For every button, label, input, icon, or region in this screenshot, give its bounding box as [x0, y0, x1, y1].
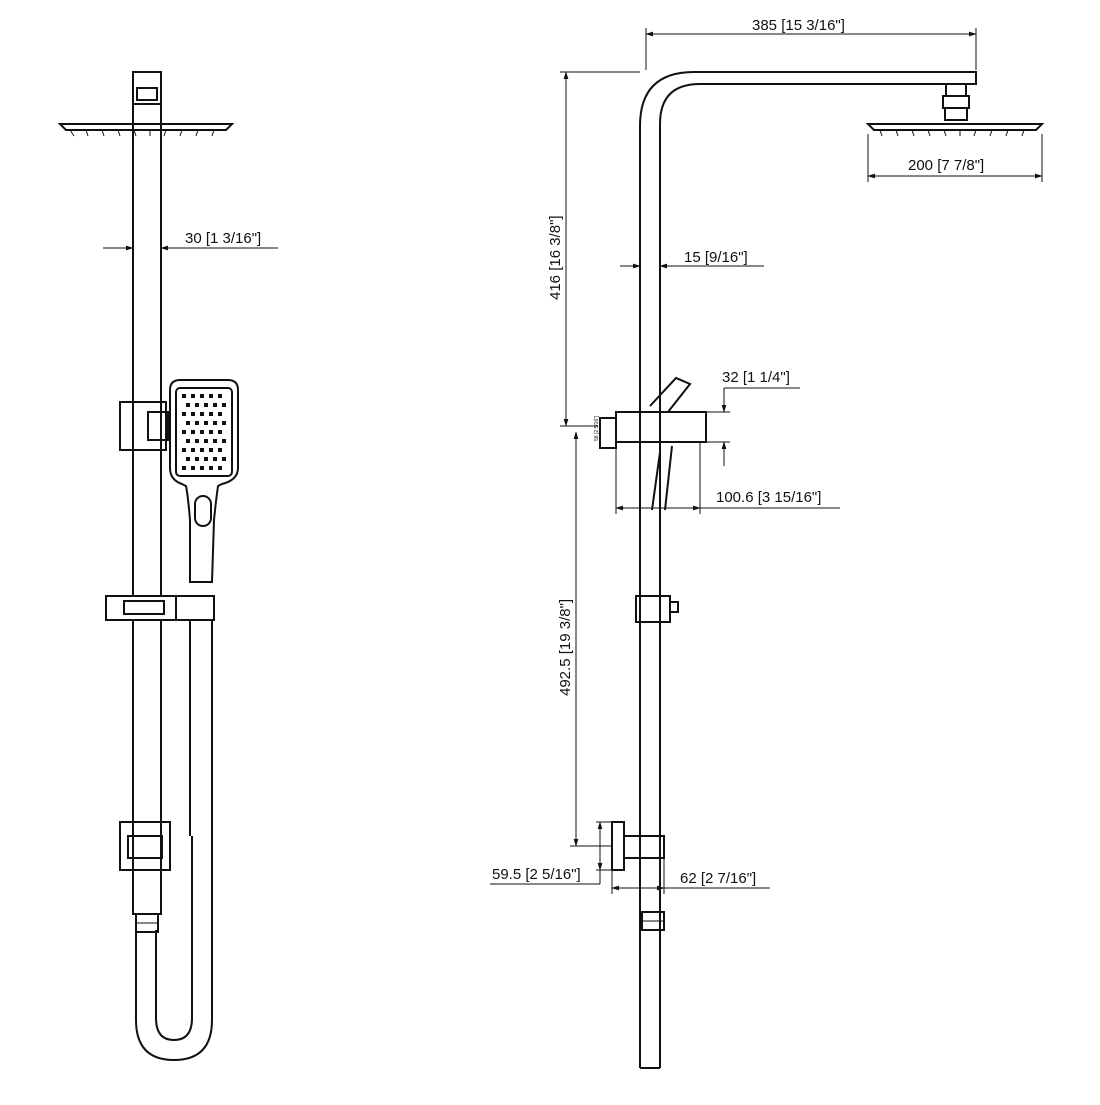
riser-diameter-label: 15 [9/16"] [684, 249, 748, 266]
nozzle [191, 448, 195, 452]
nozzle [204, 421, 208, 425]
nozzle [195, 403, 199, 407]
nozzle [195, 421, 199, 425]
front-rain-head [57, 123, 235, 137]
nozzle [186, 439, 190, 443]
upper-height-label: 416 [16 3/8"] [547, 215, 564, 300]
nozzle [222, 421, 226, 425]
front-hose-loop [135, 836, 213, 1062]
front-riser-width-label: 30 [1 3/16"] [185, 230, 261, 247]
front-riser-width-dimension: 30 [1 3/16"] [103, 230, 278, 251]
arm-length-label: 385 [15 3/16"] [752, 17, 845, 34]
nozzle [182, 412, 186, 416]
nozzle [200, 430, 204, 434]
dim-upper-height: 416 [16 3/8"] [547, 71, 640, 427]
nozzle [213, 421, 217, 425]
nozzle [182, 466, 186, 470]
dim-riser-diameter: 15 [9/16"] [620, 249, 764, 269]
nozzle [200, 466, 204, 470]
holder-height-label: 32 [1 1/4"] [722, 369, 790, 386]
nozzle [222, 439, 226, 443]
nozzle [191, 394, 195, 398]
nozzle [191, 412, 195, 416]
bottom-bracket-depth-label: 62 [2 7/16"] [680, 870, 756, 887]
dim-head-diameter: 200 [7 7/8"] [867, 134, 1043, 182]
nozzle [195, 457, 199, 461]
side-riser-and-arm [639, 71, 977, 1068]
nozzle [209, 430, 213, 434]
front-hose-upper [189, 620, 213, 836]
side-upper-holder [599, 376, 707, 511]
nozzle [191, 430, 195, 434]
nozzle [200, 448, 204, 452]
side-slider-clamp [635, 595, 671, 623]
side-rain-head [865, 123, 1045, 137]
nozzle [200, 394, 204, 398]
front-hand-shower [169, 379, 239, 583]
nozzle [213, 403, 217, 407]
nozzle [200, 412, 204, 416]
front-upper-holder [119, 401, 167, 451]
nozzle [195, 439, 199, 443]
dim-bottom-bracket-height: 59.5 [2 5/16"] [490, 821, 612, 885]
nozzle [213, 457, 217, 461]
side-view: 385 [15 3/16"] 200 [7 7/8"] 15 [9/16"] 4… [490, 17, 1045, 1069]
nozzle [222, 403, 226, 407]
dim-holder-height: 32 [1 1/4"] [706, 369, 800, 466]
nozzle [182, 448, 186, 452]
nozzle [222, 457, 226, 461]
holder-depth-label: 100.6 [3 15/16"] [716, 489, 821, 506]
dim-arm-length: 385 [15 3/16"] [645, 17, 977, 70]
nozzle [209, 466, 213, 470]
bottom-bracket-height-label: 59.5 [2 5/16"] [492, 866, 581, 883]
nozzle [209, 394, 213, 398]
front-view: 30 [1 3/16"] [57, 71, 278, 1062]
front-nozzle-grid [182, 394, 226, 470]
side-head-swivel [945, 83, 967, 97]
nozzle [209, 448, 213, 452]
nozzle [218, 412, 222, 416]
front-riser [132, 103, 162, 915]
nozzle [204, 457, 208, 461]
nozzle [218, 430, 222, 434]
dim-holder-depth: 100.6 [3 15/16"] [615, 442, 840, 514]
nozzle [186, 403, 190, 407]
nozzle [182, 394, 186, 398]
nozzle [213, 439, 217, 443]
front-slider-clamp [105, 595, 215, 621]
nozzle [218, 448, 222, 452]
nozzle [191, 466, 195, 470]
nozzle [186, 421, 190, 425]
nozzle [209, 412, 213, 416]
nozzle [182, 430, 186, 434]
nozzle [218, 394, 222, 398]
nozzle [204, 403, 208, 407]
nozzle [218, 466, 222, 470]
front-lower-bracket [119, 821, 171, 871]
dim-rail-length: 492.5 [19 3/8"] [557, 431, 612, 847]
side-lower-bracket [611, 821, 665, 871]
nozzle [204, 439, 208, 443]
dim-bottom-bracket-depth: 62 [2 7/16"] [611, 858, 770, 894]
head-diameter-label: 200 [7 7/8"] [908, 157, 984, 174]
rail-length-label: 492.5 [19 3/8"] [557, 599, 574, 696]
bracket-small-label: 58 [2 5/16"] [594, 415, 600, 441]
nozzle [186, 457, 190, 461]
